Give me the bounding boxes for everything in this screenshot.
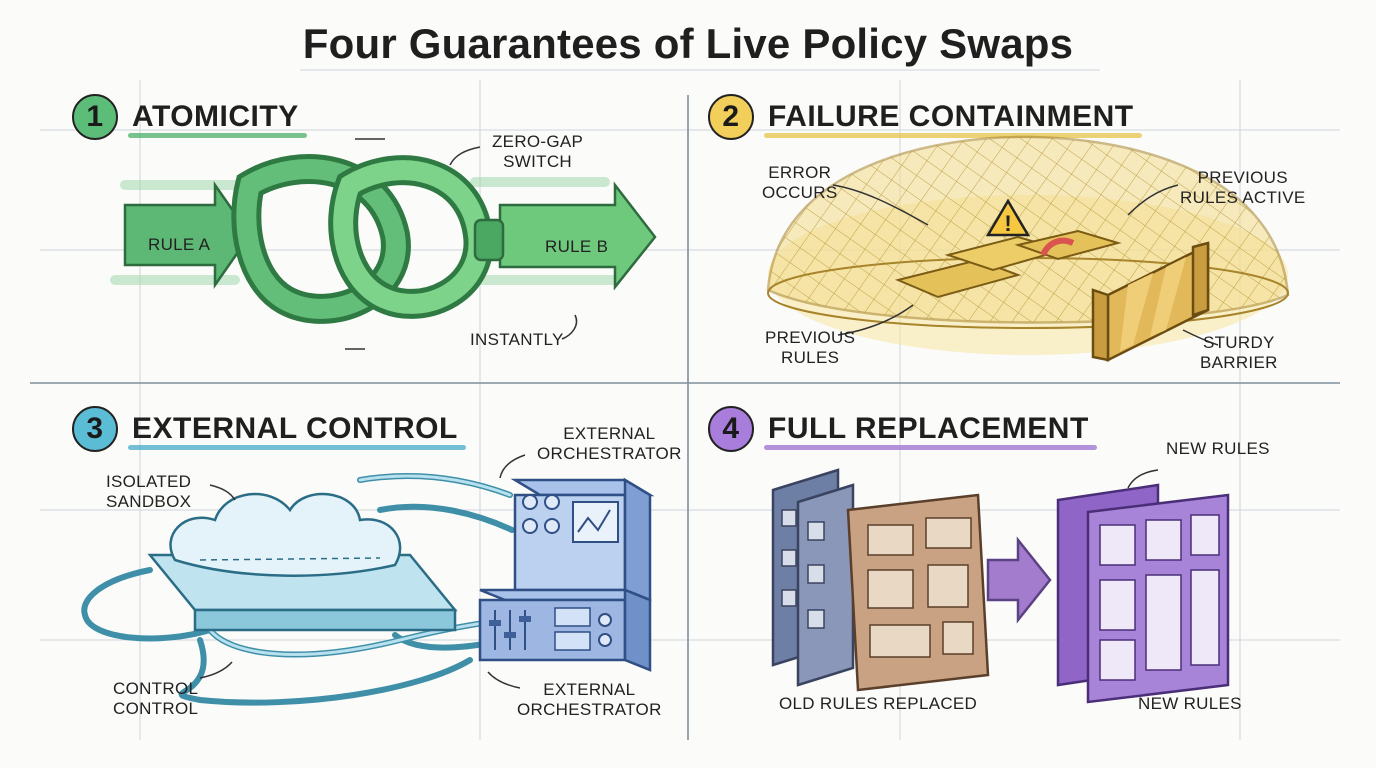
label-zero-gap-line2: switch	[503, 152, 573, 171]
label-zero-gap-switch: Zero-gap switch	[492, 132, 583, 172]
rule-b-arrow	[498, 181, 657, 291]
warning-icon	[985, 198, 1031, 237]
label-control: Control Control	[113, 679, 198, 719]
sandbox-platform-side	[193, 608, 457, 632]
label-external-orchestrator-top: External Orchestrator	[537, 424, 682, 464]
monitor-screen	[572, 501, 619, 543]
failure-containment-illustration: !	[766, 135, 1290, 363]
label-instantly: Instantly	[470, 330, 564, 349]
cloud-icon	[169, 492, 402, 577]
full-replacement-illustration	[771, 468, 1230, 704]
label-control-line2: Control	[113, 699, 199, 718]
dial	[598, 613, 612, 627]
heading-atomicity-text: Atomicity	[128, 100, 307, 138]
label-rule-b: Rule B	[545, 237, 609, 256]
label-orch-top-line1: External	[563, 424, 656, 443]
dome-mesh	[768, 136, 1288, 323]
label-orch-bottom-line2: Orchestrator	[517, 700, 662, 719]
old-rules-front-sheet	[846, 493, 990, 692]
label-previous-line2: Rules	[781, 348, 840, 367]
label-rule-a: Rule A	[148, 235, 211, 254]
external-control-illustration	[81, 454, 655, 706]
page-title: Four Guarantees of Live Policy Swaps	[302, 20, 1074, 67]
dial	[522, 494, 538, 510]
label-sandbox-line2: Sandbox	[106, 492, 192, 511]
number-badge-2: 2	[708, 94, 754, 140]
previous-arrow	[837, 304, 914, 336]
orch-bottom-arrow	[487, 671, 521, 689]
cable	[178, 637, 473, 706]
instantly-arrow	[561, 314, 578, 340]
label-new-rules-top: New Rules	[1166, 439, 1270, 458]
heading-atomicity: 1 Atomicity	[72, 94, 307, 140]
cable	[377, 503, 515, 533]
error-arrow	[832, 184, 929, 226]
heading-full-replacement: 4 Full Replacement	[708, 406, 1097, 452]
label-barrier-line1: Sturdy	[1202, 333, 1275, 352]
active-arrow	[1127, 184, 1179, 216]
new-rules-panels	[1056, 483, 1230, 704]
orch-top-arrow	[499, 454, 526, 479]
svg-text:!: !	[1004, 211, 1011, 236]
dial	[544, 494, 560, 510]
label-orch-top-line2: Orchestrator	[537, 444, 682, 463]
heading-external-control: 3 External Control	[72, 406, 466, 452]
keypad	[554, 607, 591, 627]
label-previous-rules-active: Previous Rules Active	[1180, 168, 1305, 208]
label-isolated-sandbox: Isolated Sandbox	[106, 472, 191, 512]
label-error-line2: Occurs	[762, 183, 838, 202]
label-previous-rules: Previous Rules	[765, 328, 855, 368]
label-error-line1: Error	[768, 163, 832, 182]
replace-arrow	[986, 536, 1052, 624]
heading-failure-containment: 2 Failure Containment	[708, 94, 1142, 140]
label-error-occurs: Error Occurs	[762, 163, 837, 203]
label-active-line1: Previous	[1197, 168, 1288, 187]
label-previous-line1: Previous	[765, 328, 856, 347]
label-barrier-line2: Barrier	[1200, 353, 1278, 372]
barrier-arrow	[1182, 329, 1219, 346]
keypad	[554, 631, 591, 651]
label-new-rules-bottom: New Rules	[1138, 694, 1242, 713]
atomicity-illustration	[110, 138, 657, 350]
number-badge-1: 1	[72, 94, 118, 140]
label-sandbox-line1: Isolated	[106, 472, 192, 491]
speed-streak	[120, 180, 240, 190]
label-external-orchestrator-bottom: External Orchestrator	[517, 680, 662, 720]
coupling	[473, 218, 505, 262]
sandbox-arrow	[209, 484, 236, 501]
dial	[544, 518, 560, 534]
red-arrow	[1040, 237, 1075, 257]
link-right-highlight	[333, 160, 489, 314]
label-sturdy-barrier: Sturdy Barrier	[1200, 333, 1278, 373]
dial	[522, 518, 538, 534]
barrier	[1091, 241, 1210, 363]
speed-streak	[470, 177, 610, 187]
cable	[81, 567, 213, 642]
heading-replacement-text: Full Replacement	[764, 412, 1097, 450]
control-arrow	[199, 661, 233, 679]
label-control-line1: Control	[113, 679, 199, 698]
label-zero-gap-line1: Zero-gap	[492, 132, 584, 151]
heading-external-text: External Control	[128, 412, 466, 450]
speed-streak	[110, 275, 240, 285]
label-active-line2: Rules Active	[1180, 188, 1306, 207]
number-badge-4: 4	[708, 406, 754, 452]
label-orch-bottom-line1: External	[543, 680, 636, 699]
number-badge-3: 3	[72, 406, 118, 452]
old-rules-stack	[771, 468, 855, 687]
label-old-rules-replaced: Old Rules Replaced	[779, 694, 978, 713]
heading-failure-text: Failure Containment	[764, 100, 1142, 138]
speed-streak	[470, 275, 620, 285]
dial	[598, 633, 612, 647]
rule-a-arrow	[123, 181, 252, 289]
switch-arrow	[449, 146, 481, 166]
